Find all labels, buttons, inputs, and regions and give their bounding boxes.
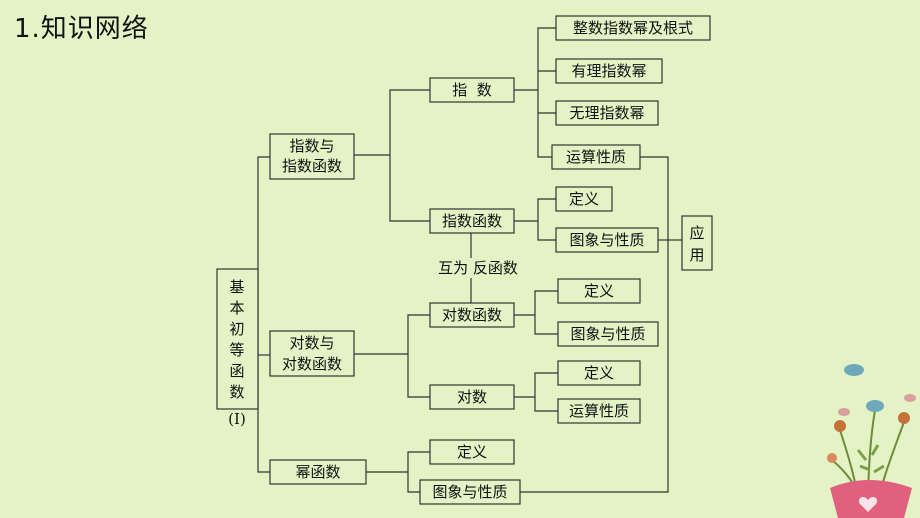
line-power-branch xyxy=(407,451,430,493)
page-title: 1.知识网络 xyxy=(14,14,149,44)
line-log-branch xyxy=(534,372,558,412)
line-loggroup-branch xyxy=(407,314,430,398)
node-power-def: 定义 xyxy=(429,439,515,465)
node-irr-exp: 无理指数幂 xyxy=(555,100,659,126)
node-log-def2-label: 定义 xyxy=(584,364,614,382)
node-log-def-label: 定义 xyxy=(584,282,614,300)
node-log-ops-label: 运算性质 xyxy=(569,402,629,420)
node-exp-graph-label: 图象与性质 xyxy=(569,231,644,249)
node-log-group: 对数与 对数函数 xyxy=(269,330,355,377)
node-log-def2: 定义 xyxy=(557,360,641,386)
node-power-label: 幂函数 xyxy=(295,463,340,481)
line-expgroup-branch xyxy=(389,89,430,222)
flower-pot-illustration-icon xyxy=(827,364,916,518)
node-exp-def: 定义 xyxy=(555,186,613,212)
line-root-exp xyxy=(257,156,270,337)
node-power-graph: 图象与性质 xyxy=(419,479,521,505)
node-exp-def-label: 定义 xyxy=(569,190,599,208)
node-log-group-line1: 对数与 xyxy=(289,334,334,352)
line-exp-branch xyxy=(537,27,556,158)
node-exp-group-line2: 指数函数 xyxy=(282,157,342,175)
node-power-def-label: 定义 xyxy=(457,443,487,461)
node-exp-ops-label: 运算性质 xyxy=(566,148,626,166)
line-logfunc-branch xyxy=(534,290,558,335)
node-exp-group-line1: 指数与 xyxy=(289,137,334,155)
node-irr-exp-label: 无理指数幂 xyxy=(569,104,644,122)
node-log-func: 对数函数 xyxy=(429,302,515,328)
node-exp-func: 指数函数 xyxy=(429,208,515,234)
node-log-ops: 运算性质 xyxy=(557,398,641,424)
node-root-label: 基本初等函数(Ⅰ) xyxy=(228,278,246,428)
node-log-func-label: 对数函数 xyxy=(442,306,502,324)
node-log-label: 对数 xyxy=(457,388,487,406)
node-exp-group: 指数与 指数函数 xyxy=(269,133,355,180)
node-apply-label: 应用 xyxy=(689,224,704,264)
node-rat-exp: 有理指数幂 xyxy=(555,58,663,84)
node-int-exp-label: 整数指数幂及根式 xyxy=(573,19,693,37)
line-expfunc-branch xyxy=(537,198,556,241)
node-root: 基本初等函数(Ⅰ) xyxy=(216,268,259,428)
node-log-graph: 图象与性质 xyxy=(557,321,659,347)
node-exp: 指 数 xyxy=(429,77,515,103)
node-apply: 应用 xyxy=(681,215,713,271)
node-exp-func-label: 指数函数 xyxy=(442,212,502,230)
node-exp-label: 指 数 xyxy=(452,81,492,99)
node-exp-ops: 运算性质 xyxy=(551,144,641,170)
node-exp-graph: 图象与性质 xyxy=(555,227,659,253)
node-rat-exp-label: 有理指数幂 xyxy=(571,62,646,80)
node-int-exp: 整数指数幂及根式 xyxy=(555,15,711,41)
node-power-graph-label: 图象与性质 xyxy=(432,483,507,501)
node-log-group-line2: 对数函数 xyxy=(282,355,342,373)
node-log: 对数 xyxy=(429,384,515,410)
connector-lines xyxy=(257,27,682,493)
inverse-label: 互为 反函数 xyxy=(432,258,524,278)
inverse-label-text: 互为 反函数 xyxy=(438,259,518,277)
node-power: 幂函数 xyxy=(269,459,367,485)
line-root-power xyxy=(257,337,270,473)
node-log-graph-label: 图象与性质 xyxy=(570,325,645,343)
line-apply-main xyxy=(520,156,669,493)
node-log-def: 定义 xyxy=(557,278,641,304)
